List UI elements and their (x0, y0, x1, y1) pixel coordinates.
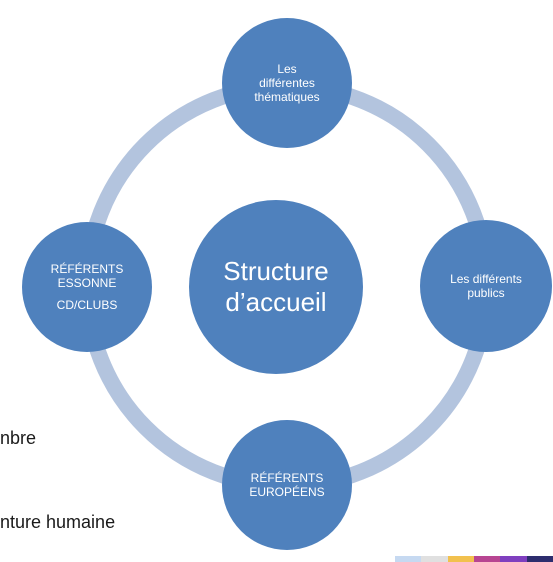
node-top-line-1: Les (277, 62, 297, 76)
background-text-2: nture humaine (0, 512, 116, 532)
node-top-thematiques: Les différentes thématiques (222, 18, 352, 148)
strip-segment (395, 556, 422, 562)
strip-segment (500, 556, 527, 562)
node-bottom-line-1: RÉFÉRENTS (250, 471, 324, 485)
strip-segment (421, 556, 448, 562)
node-center-line-1: Structure (223, 256, 329, 286)
node-left-line-1: RÉFÉRENTS (50, 262, 124, 276)
node-top-line-2: différentes (259, 76, 315, 90)
node-right-line-1: Les différents (450, 272, 522, 286)
node-top-line-3: thématiques (254, 90, 320, 104)
strip-segment (447, 556, 474, 562)
background-text-1: nbre (0, 428, 37, 448)
strip-segment (473, 556, 501, 562)
node-left-line-2: ESSONNE (57, 276, 117, 290)
node-center-line-2: d’accueil (225, 287, 327, 317)
node-center-structure-accueil: Structure d’accueil (189, 200, 363, 374)
node-bottom-referents-europeens: RÉFÉRENTS EUROPÉENS (222, 420, 352, 550)
strip-segment (526, 556, 553, 562)
node-right-publics: Les différents publics (420, 220, 552, 352)
node-right-line-2: publics (467, 286, 505, 300)
footer-color-strip (395, 556, 553, 562)
node-left-line-3: CD/CLUBS (56, 298, 118, 312)
node-left-referents-essonne: RÉFÉRENTS ESSONNE CD/CLUBS (22, 222, 152, 352)
node-bottom-line-2: EUROPÉENS (249, 485, 325, 499)
